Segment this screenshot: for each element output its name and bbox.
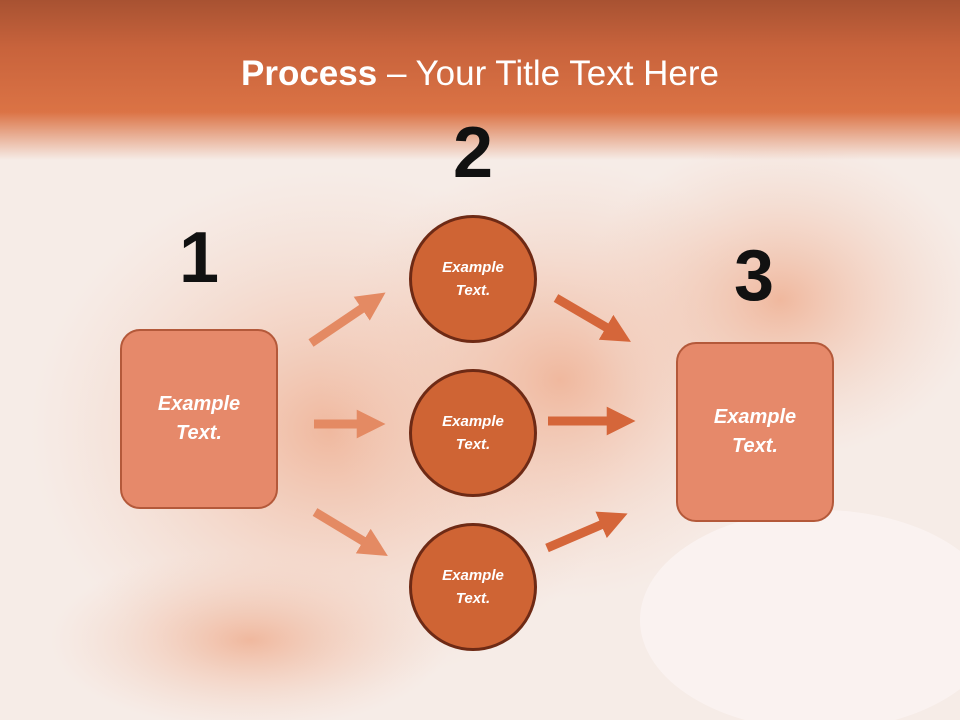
step-3-label: Example Text. [713,406,797,457]
arrow-2-top-to-3 [553,294,631,342]
step-number-3: 3 [733,236,775,316]
step-2-label-top: Example Text. [442,259,504,299]
step-number-1: 1 [178,218,220,298]
title-band [0,0,960,160]
step-2-circle-bottom: Example Text. [409,523,537,651]
step-2-label-middle: Example Text. [442,413,504,453]
title-bold: Process [241,54,378,93]
step-2-circle-middle: Example Text. [409,369,537,497]
step-2-circle-top: Example Text. [409,215,537,343]
arrow-1-to-2-bottom [312,508,388,556]
slide-title: Process – Your Title Text Here [0,52,960,96]
step-1-box: Example Text. [120,329,278,509]
title-rest: – Your Title Text Here [377,54,719,93]
step-number-2: 2 [452,113,494,193]
arrow-2-bottom-to-3 [545,511,628,553]
arrow-1-to-2-top [308,292,386,347]
step-2-label-bottom: Example Text. [442,567,504,607]
step-3-box: Example Text. [676,342,834,522]
step-1-label: Example Text. [157,393,241,444]
